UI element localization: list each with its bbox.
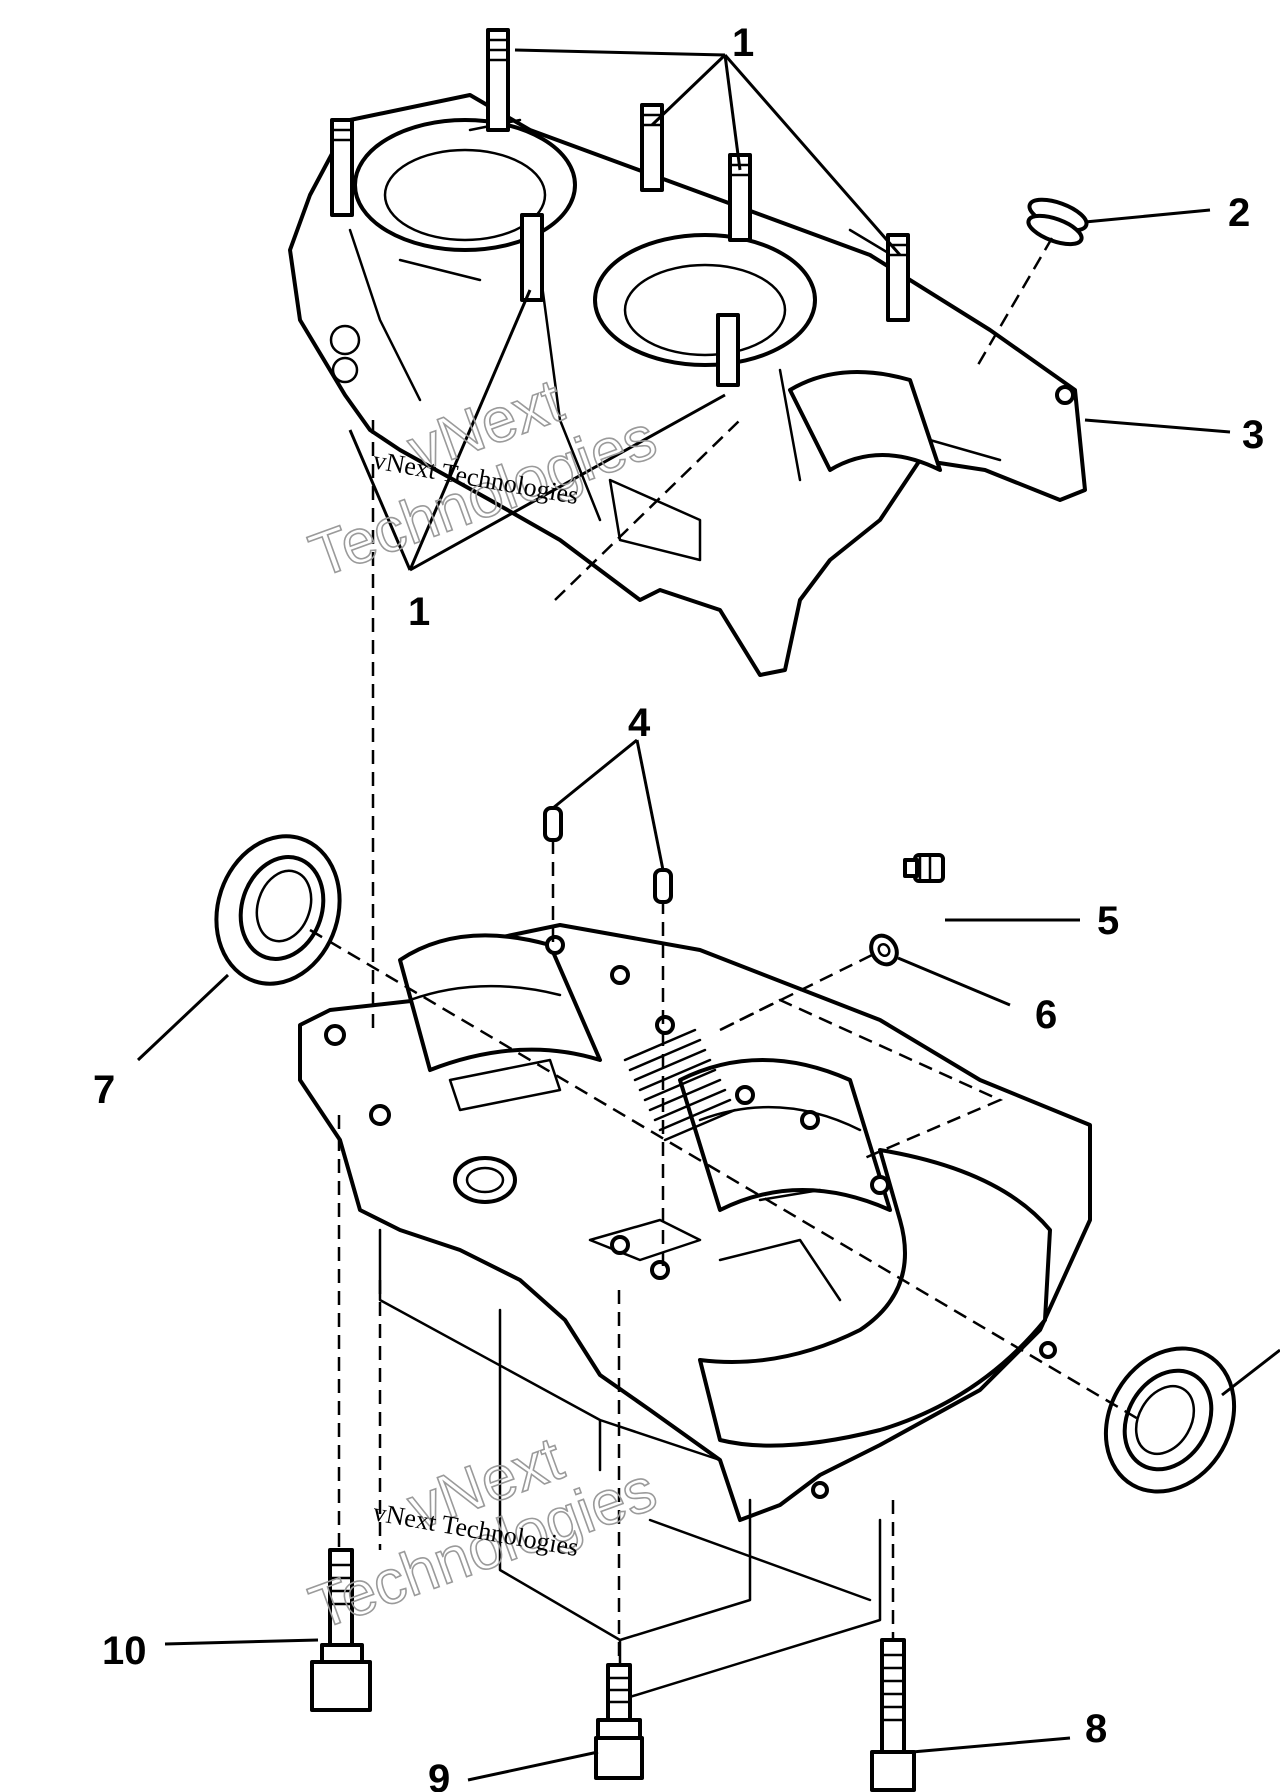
plug-part-2 [1026,197,1089,247]
callout-4: 4 [628,701,651,745]
bolt-part-8 [870,1638,916,1792]
callout-1-top: 1 [732,21,754,65]
drain-plug-part-5 [903,853,945,883]
watermark-bottom: vNext Technologies vNext Technologies [300,1423,665,1644]
callout-5: 5 [1097,899,1119,943]
callout-labels: 1 1 2 3 4 5 6 7 8 9 10 [93,21,1264,1792]
washer-part-6 [869,933,899,967]
cylinder-studs [330,28,910,387]
assembly-lines [309,237,1141,1665]
bolt-part-10 [310,1548,372,1712]
callout-1-bottom: 1 [408,590,430,634]
oil-seal-part-7 [214,834,342,986]
callout-10: 10 [102,1629,147,1673]
bolt-part-9 [594,1663,644,1780]
seal-grooves [623,1028,737,1142]
leader-lines [136,48,1280,1782]
callout-9: 9 [428,1757,450,1792]
callout-3: 3 [1242,413,1264,457]
callout-2: 2 [1228,191,1250,235]
bolt-holes [324,935,1057,1499]
callout-8: 8 [1085,1707,1107,1751]
callout-6: 6 [1035,993,1057,1037]
oil-seal-right [1103,1346,1237,1494]
callout-7: 7 [93,1068,115,1112]
upper-crankcase [288,28,1087,677]
lower-crankcase [298,923,1092,1702]
